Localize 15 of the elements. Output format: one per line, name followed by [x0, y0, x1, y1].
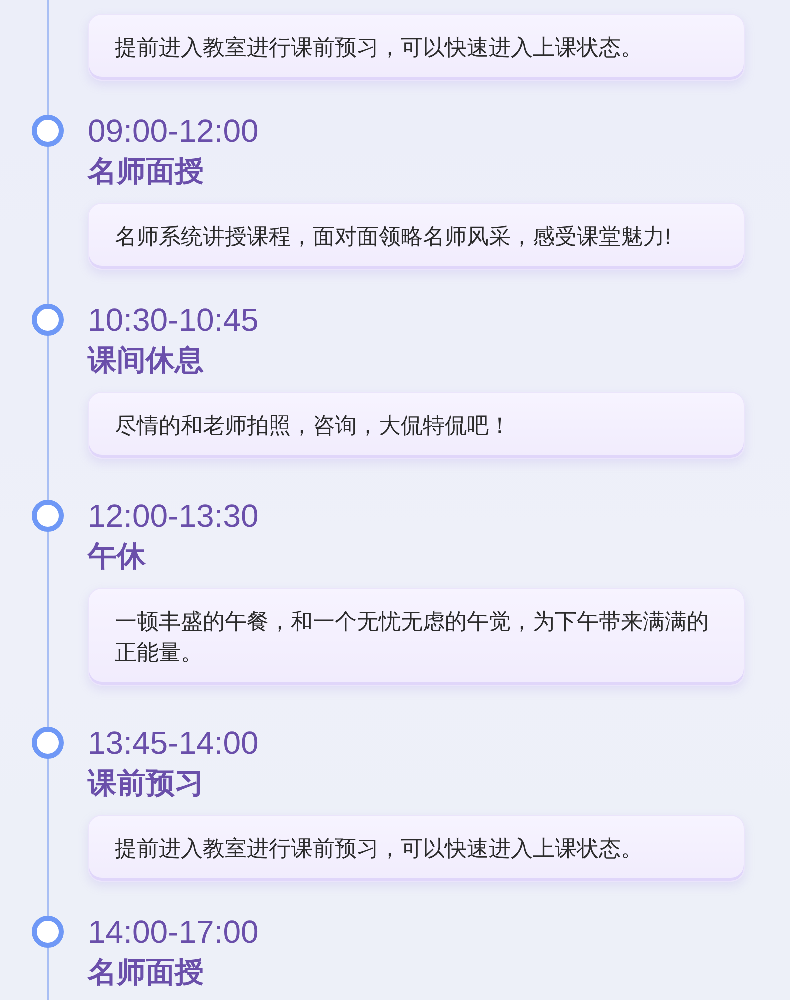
description-text: 提前进入教室进行课前预习，可以快速进入上课状态。 [115, 34, 644, 62]
time-range: 13:45-14:00 [88, 727, 259, 759]
description-text: 提前进入教室进行课前预习，可以快速进入上课状态。 [115, 835, 644, 863]
description-text: 一顿丰盛的午餐，和一个无忧无虑的午觉，为下午带来满满的正能量。 [115, 608, 710, 667]
time-range: 14:00-17:00 [88, 916, 259, 948]
session-title: 午休 [88, 540, 146, 574]
description-text: 尽情的和老师拍照，咨询，大侃特侃吧！ [115, 412, 512, 440]
session-title: 课前预习 [88, 767, 204, 801]
time-range: 10:30-10:45 [88, 304, 259, 336]
session-title: 名师面授 [88, 956, 204, 990]
time-range: 09:00-12:00 [88, 115, 259, 147]
session-title: 课间休息 [88, 344, 204, 378]
session-title: 名师面授 [88, 155, 204, 189]
time-range: 12:00-13:30 [88, 500, 259, 532]
description-text: 名师系统讲授课程，面对面领略名师风采，感受课堂魅力! [115, 223, 672, 251]
